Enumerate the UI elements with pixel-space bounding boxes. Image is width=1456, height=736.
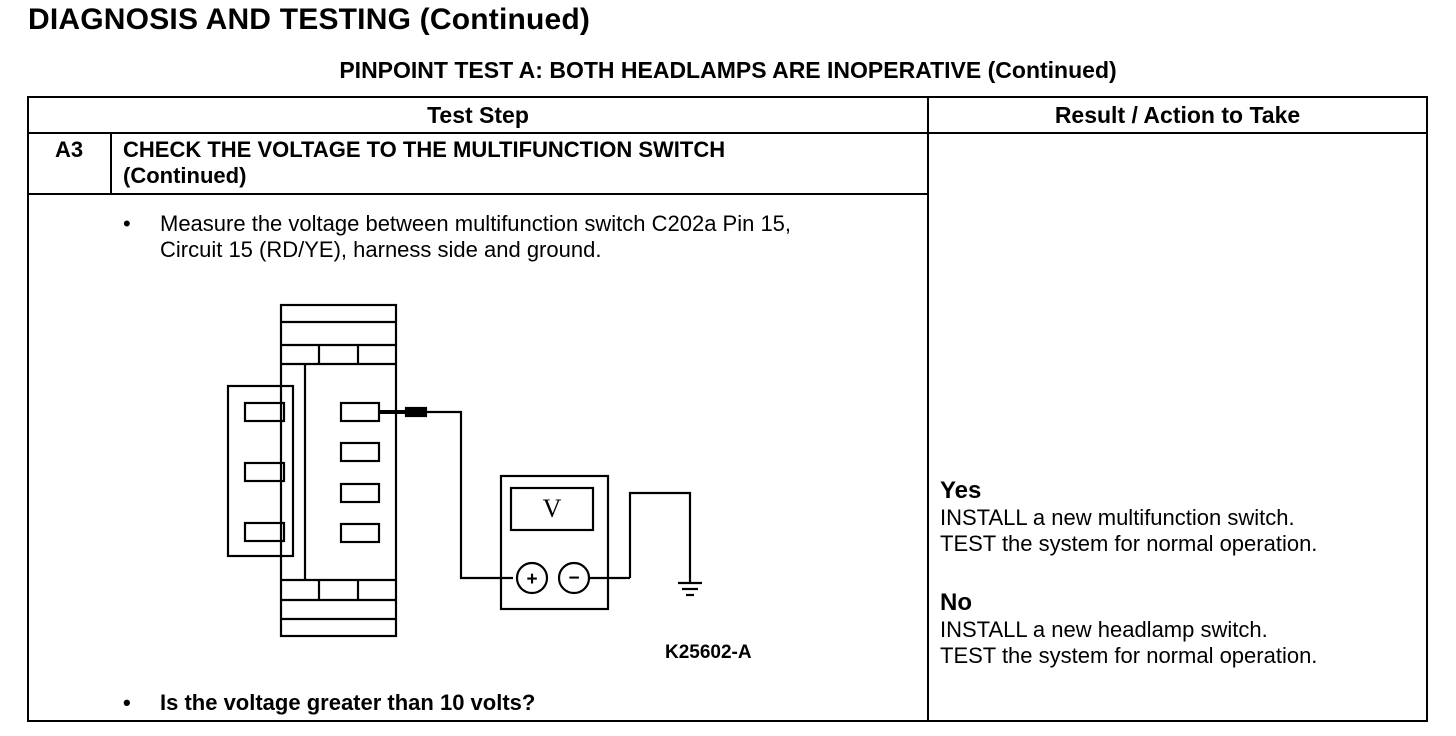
question-text: Is the voltage greater than 10 volts? [160,690,536,715]
bullet-mark: • [123,690,131,715]
result-yes-label: Yes [940,477,982,504]
result-no: No INSTALL a new headlamp switch. TEST t… [940,589,1317,669]
page-title: DIAGNOSIS AND TESTING (Continued) [28,3,591,36]
table-heading: PINPOINT TEST A: BOTH HEADLAMPS ARE INOP… [339,57,1117,83]
table-border-top [27,96,1428,98]
step-title-line: (Continued) [123,163,247,188]
step-title: CHECK THE VOLTAGE TO THE MULTIFUNCTION S… [123,137,725,189]
result-line: INSTALL a new headlamp switch. [940,617,1268,642]
step-id-divider [110,132,112,194]
result-action: Yes INSTALL a new multifunction switch. … [940,477,1317,701]
step-id: A3 [54,137,84,162]
connector-icon [226,303,398,638]
voltmeter-display-symbol: V [543,494,562,523]
table-border-right [1426,96,1428,722]
column-divider [927,96,929,722]
step-title-line: CHECK THE VOLTAGE TO THE MULTIFUNCTION S… [123,137,726,162]
connector-voltmeter-diagram: V + − K25602-A [226,303,752,663]
table-border-left [27,96,29,722]
bullet-mark: • [123,211,131,236]
result-line: INSTALL a new multifunction switch. [940,505,1295,530]
step-title-rule [27,193,928,195]
test-probe-icon [379,406,513,580]
question-bullet: • Is the voltage greater than 10 volts? [123,690,535,716]
instruction-line: Circuit 15 (RD/YE), harness side and gro… [160,237,602,262]
result-line: TEST the system for normal operation. [940,531,1318,556]
column-header-result-action: Result / Action to Take [1054,102,1301,128]
result-no-label: No [940,589,972,616]
positive-terminal-symbol: + [526,569,537,590]
header-rule [27,132,1428,134]
result-yes: Yes INSTALL a new multifunction switch. … [940,477,1317,557]
figure-id: K25602-A [665,642,752,663]
ground-symbol-icon [589,491,702,597]
table-border-bottom [27,720,1428,722]
result-line: TEST the system for normal operation. [940,643,1318,668]
instruction-line: Measure the voltage between multifunctio… [160,211,792,236]
instruction-bullet: • Measure the voltage between multifunct… [123,211,791,263]
column-header-test-step: Test Step [427,102,529,128]
negative-terminal-symbol: − [568,568,579,589]
